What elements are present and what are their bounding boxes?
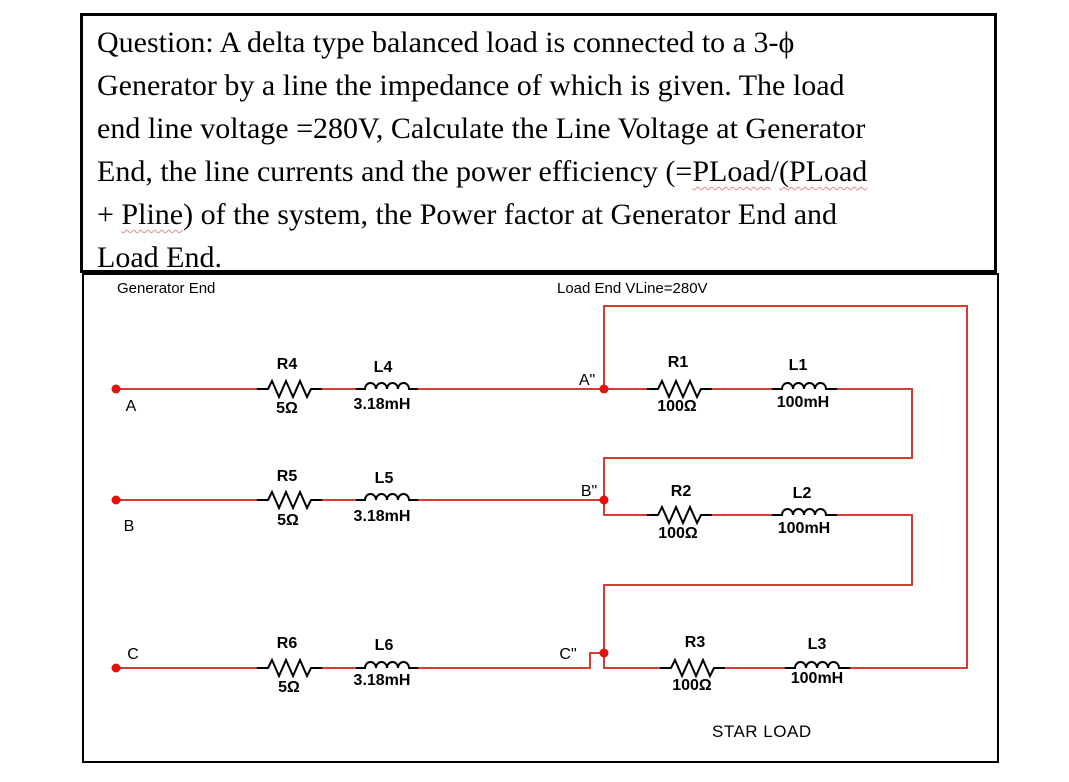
- inductor-L3-symbol: [785, 661, 850, 669]
- resistor-R6-value: 5Ω: [278, 679, 300, 696]
- wire-load-branch-b: [603, 514, 913, 654]
- resistor-R3-name: R3: [684, 634, 706, 651]
- resistor-R5-symbol: [257, 489, 322, 511]
- circuit-diagram-box: [82, 273, 999, 763]
- inductor-L3-value: 100mH: [790, 670, 844, 687]
- question-line-5: + Pline) of the system, the Power factor…: [97, 193, 980, 236]
- resistor-R2-symbol: [647, 504, 712, 526]
- inductor-L1-value: 100mH: [776, 394, 830, 411]
- junction-dot-node-b2: [599, 495, 609, 505]
- question-line-1: Question: A delta type balanced load is …: [97, 26, 795, 59]
- wire-load-branch-c: [603, 652, 968, 669]
- inductor-L1-name: L1: [788, 357, 808, 374]
- resistor-R5-name: R5: [276, 468, 298, 485]
- inductor-L3-name: L3: [807, 636, 827, 653]
- inductor-L4-name: L4: [373, 359, 393, 376]
- node-label-b2: B": [580, 483, 598, 500]
- node-label-c: C: [127, 646, 139, 663]
- line5-prefix: +: [97, 198, 122, 231]
- inductor-L2-symbol: [772, 508, 837, 516]
- resistor-R6-name: R6: [276, 635, 298, 652]
- inductor-L2-value: 100mH: [777, 520, 831, 537]
- question-line-4: End, the line currents and the power eff…: [97, 150, 980, 193]
- junction-dot-node-c: [111, 663, 121, 673]
- node-label-a2: A": [578, 372, 596, 389]
- inductor-L5-value: 3.18mH: [353, 508, 411, 525]
- node-label-c2: C": [559, 646, 577, 663]
- line4-text: End, the line currents and the power eff…: [97, 155, 693, 188]
- line4-misspelled-word-1: PLoad: [692, 155, 771, 188]
- resistor-R1-name: R1: [667, 354, 689, 371]
- resistor-R4-value: 5Ω: [276, 400, 298, 417]
- resistor-R2-value: 100Ω: [658, 525, 698, 542]
- star-load-label: STAR LOAD: [712, 722, 812, 741]
- inductor-L2-name: L2: [792, 485, 812, 502]
- resistor-R3-symbol: [660, 657, 725, 679]
- wire-outer-loop-a2-to-c-load: [603, 305, 968, 669]
- junction-dot-node-a2: [599, 384, 609, 394]
- wire-load-branch-a: [603, 388, 913, 516]
- line5-text: ) of the system, the Power factor at Gen…: [183, 198, 838, 231]
- resistor-R1-value: 100Ω: [657, 398, 697, 415]
- question-box: Question: A delta type balanced load is …: [80, 13, 997, 274]
- resistor-R5-value: 5Ω: [277, 512, 299, 529]
- inductor-L5-name: L5: [374, 470, 394, 487]
- inductor-L5-symbol: [356, 493, 418, 501]
- line4-separator: /: [770, 155, 779, 188]
- node-label-b: B: [123, 518, 135, 535]
- junction-dot-node-b: [111, 495, 121, 505]
- resistor-R6-symbol: [257, 657, 322, 679]
- question-line-2: Generator by a line the impedance of whi…: [97, 69, 845, 102]
- inductor-L6-symbol: [356, 661, 418, 669]
- load-end-vline-label: Load End VLine=280V: [557, 280, 708, 297]
- inductor-L4-symbol: [356, 382, 418, 390]
- resistor-R2-name: R2: [670, 483, 692, 500]
- resistor-R4-symbol: [257, 378, 322, 400]
- inductor-L1-symbol: [772, 382, 837, 390]
- line5-misspelled-word: Pline: [121, 198, 184, 231]
- line4-misspelled-word-2: (PLoad: [778, 155, 868, 188]
- node-label-a: A: [125, 398, 137, 415]
- junction-dot-node-a: [111, 384, 121, 394]
- wire-phase-c-line: [115, 652, 605, 669]
- resistor-R4-name: R4: [276, 356, 298, 373]
- junction-dot-node-c2: [599, 648, 609, 658]
- resistor-R1-symbol: [647, 378, 712, 400]
- resistor-R3-value: 100Ω: [672, 677, 712, 694]
- inductor-L6-name: L6: [374, 637, 394, 654]
- generator-end-label: Generator End: [117, 280, 216, 297]
- inductor-L6-value: 3.18mH: [353, 672, 411, 689]
- question-line-6: Load End.: [97, 241, 222, 274]
- question-line-3: end line voltage =280V, Calculate the Li…: [97, 112, 866, 145]
- inductor-L4-value: 3.18mH: [353, 396, 411, 413]
